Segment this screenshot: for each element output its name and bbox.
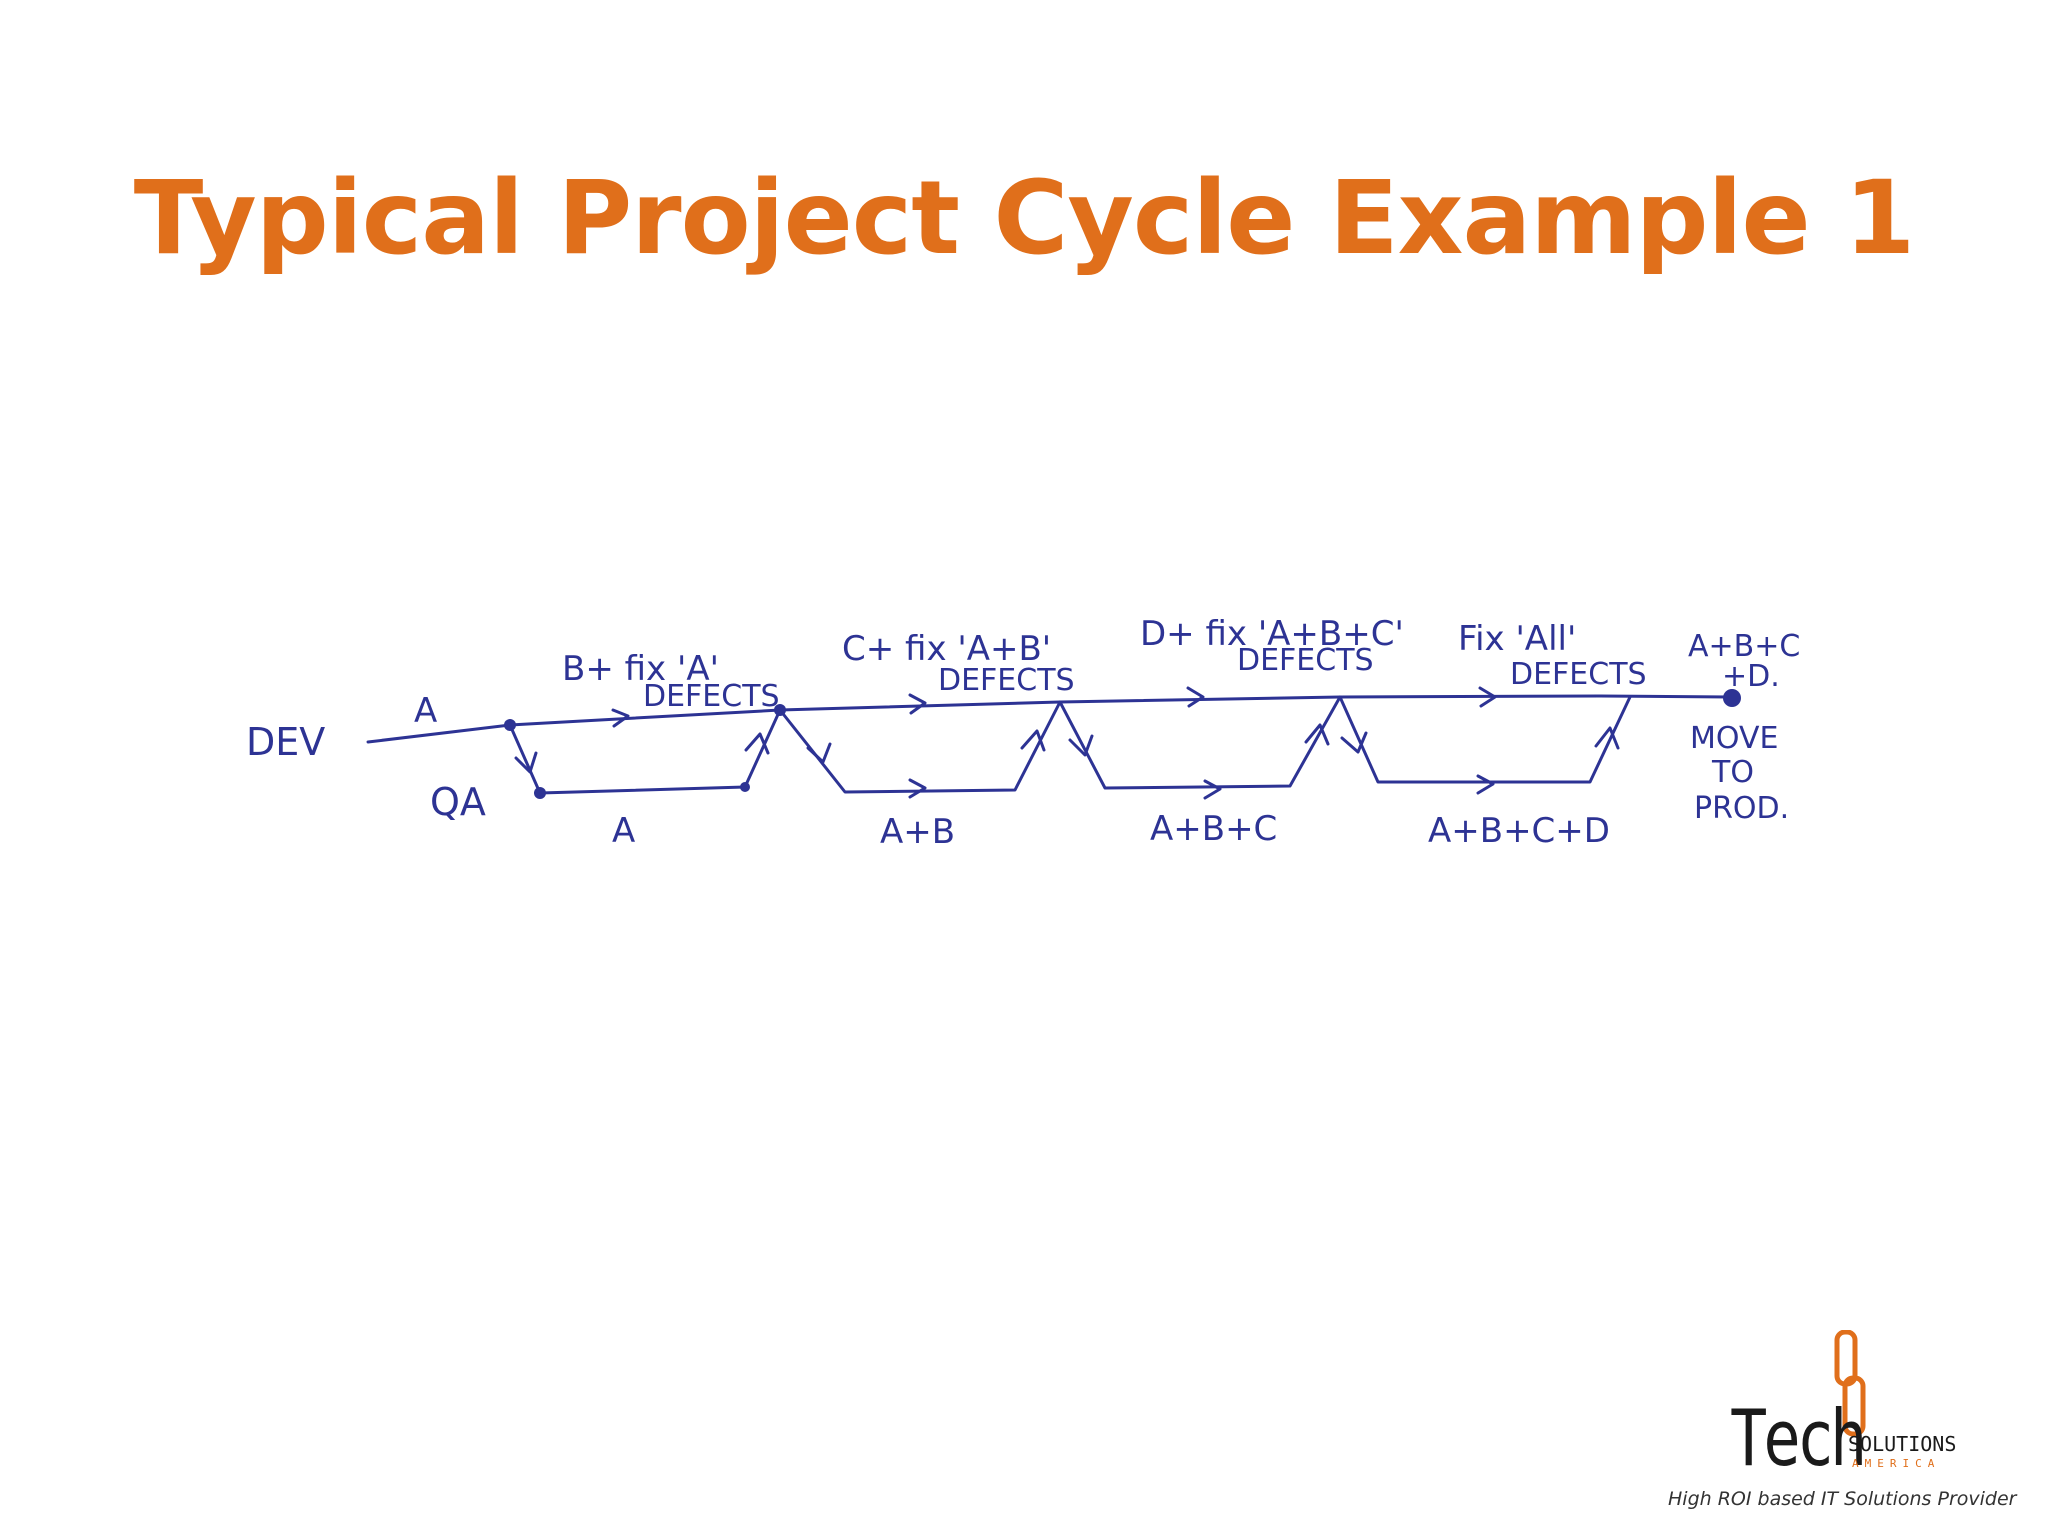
dev-node	[774, 704, 786, 716]
qa-stage-label: A	[612, 811, 635, 851]
qa-stage-label: A+B+C	[1150, 809, 1277, 849]
arrow-icon	[744, 732, 770, 755]
dev-node	[504, 719, 516, 731]
dev-stage-label: A	[414, 691, 437, 731]
arrow-icon	[908, 778, 927, 799]
dev-stage-label: Fix 'All'	[1458, 619, 1576, 659]
company-logo: Tech SOLUTIONS AMERICA High ROI based IT…	[1660, 1330, 2040, 1530]
arrow-icon	[514, 751, 538, 774]
lane-label-qa: QA	[430, 780, 486, 824]
logo-tagline: High ROI based IT Solutions Provider	[1668, 1488, 2017, 1510]
end-label: MOVE	[1690, 721, 1778, 756]
end-label: TO	[1711, 755, 1754, 790]
end-label: +D.	[1722, 659, 1780, 694]
logo-word: Tech	[1730, 1392, 1867, 1484]
dev-stage-label: DEFECTS	[1510, 657, 1647, 692]
arrow-icon	[1594, 726, 1620, 750]
end-label: PROD.	[1694, 791, 1789, 826]
arrow-icon	[1304, 723, 1330, 746]
dev-stage-label: C+ fix 'A+B'	[842, 629, 1051, 669]
arrow-icon	[1020, 729, 1046, 752]
dev-line	[366, 694, 1732, 744]
qa-stage-label: A+B	[880, 812, 955, 852]
arrow-icon	[611, 708, 630, 728]
arrow-icon	[1478, 686, 1497, 708]
end-node	[1723, 689, 1741, 707]
arrow-icon	[806, 742, 832, 764]
dev-stage-label: DEFECTS	[1237, 643, 1374, 678]
arrow-icon	[1068, 734, 1094, 757]
chain-link-icon	[1834, 1330, 1866, 1437]
end-label: A+B+C	[1688, 629, 1800, 664]
page-title: Typical Project Cycle Example 1	[133, 159, 1915, 278]
arrow-icon	[1476, 774, 1495, 795]
lane-label-dev: DEV	[246, 720, 325, 764]
dev-stage-label: DEFECTS	[643, 679, 780, 714]
arrow-icon	[1186, 686, 1205, 708]
logo-america: AMERICA	[1852, 1457, 1941, 1470]
dev-stage-label: D+ fix 'A+B+C'	[1140, 614, 1404, 654]
dev-stage-label: DEFECTS	[938, 663, 1075, 698]
arrow-icon	[908, 693, 927, 715]
qa-node	[534, 787, 546, 799]
arrow-icon	[1203, 779, 1222, 800]
logo-solutions: SOLUTIONS	[1848, 1432, 1957, 1456]
arrow-icon	[1340, 731, 1368, 754]
dev-stage-label: B+ fix 'A'	[562, 649, 719, 689]
qa-node	[740, 782, 750, 792]
qa-stage-label: A+B+C+D	[1428, 811, 1610, 851]
